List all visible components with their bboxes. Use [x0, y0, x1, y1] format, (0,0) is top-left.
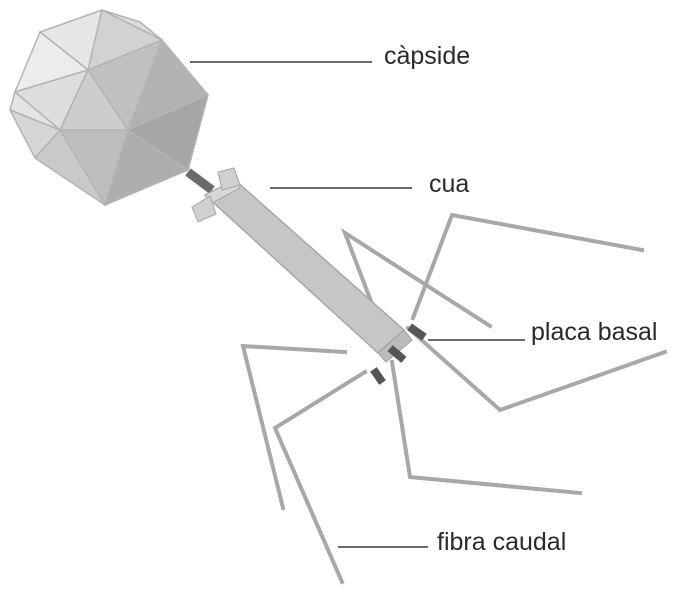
- tail-fiber-3: [405, 325, 668, 413]
- tail-fiber-label: fibra caudal: [437, 528, 567, 556]
- tail-fiber-5: [272, 369, 368, 585]
- basal-plate-label: placa basal: [531, 318, 658, 346]
- leader-lines: [190, 61, 525, 548]
- tail-label: cua: [429, 170, 470, 198]
- tail-fiber-2: [340, 228, 493, 329]
- tail-fibers: [240, 212, 668, 585]
- capsid: [9, 9, 209, 206]
- tail-fiber-6: [389, 359, 583, 496]
- tail-fiber-1: [410, 212, 645, 321]
- capsid-label: càpside: [384, 42, 471, 70]
- tail-fiber-4: [240, 343, 348, 511]
- basal-plate-pins: [370, 323, 427, 385]
- neck: [185, 168, 215, 194]
- tail-sheath: [191, 167, 413, 363]
